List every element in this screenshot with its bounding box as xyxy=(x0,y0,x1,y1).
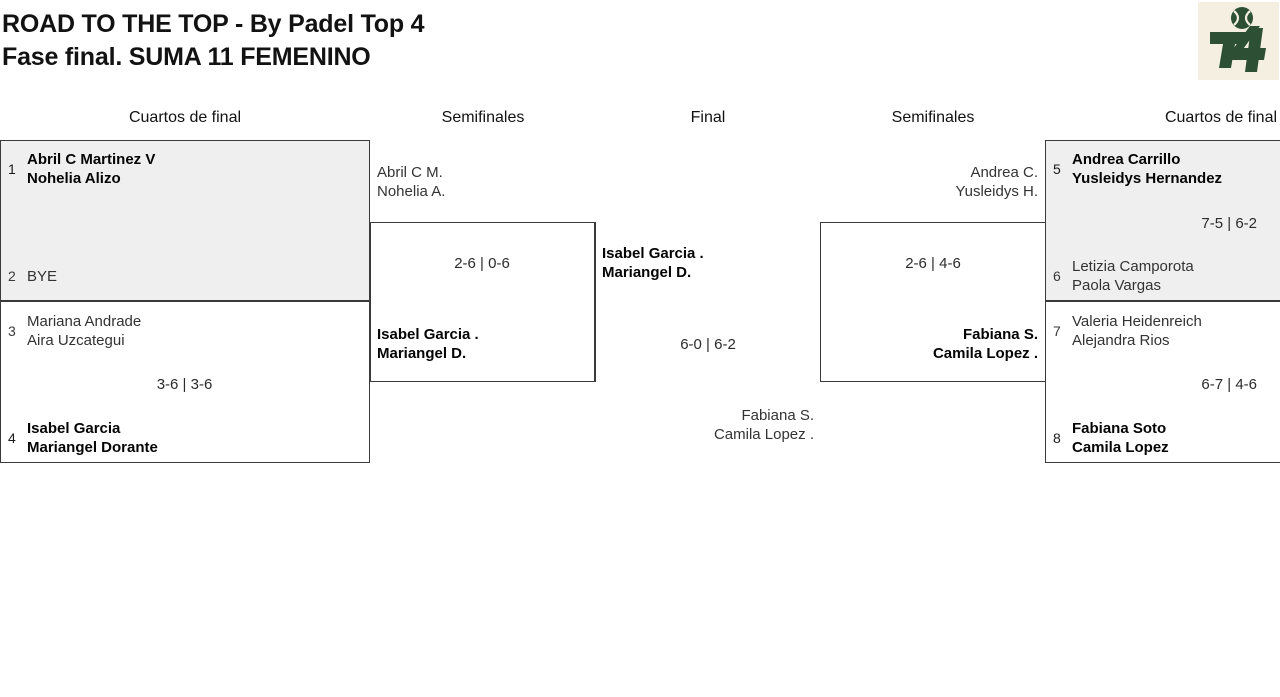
team-entry[interactable]: Fabiana S. Camila Lopez . xyxy=(846,325,1038,363)
tournament-phase: Fase final. SUMA 11 FEMENINO xyxy=(2,43,371,71)
seed-number: 3 xyxy=(8,323,16,339)
player-name-1: Isabel Garcia . xyxy=(602,245,704,262)
player-name-1: Valeria Heidenreich xyxy=(1072,313,1202,330)
seed-number: 4 xyxy=(8,430,16,446)
seed-number: 7 xyxy=(1053,323,1061,339)
player-name-2: Mariangel D. xyxy=(377,345,467,362)
match-score: 6-7 | 4-6 xyxy=(1201,376,1257,393)
player-name-2: Aira Uzcategui xyxy=(27,332,125,349)
logo-mark-icon xyxy=(1210,7,1266,72)
round-header-semifinals-right: Semifinales xyxy=(891,109,975,126)
player-name-2: Mariangel Dorante xyxy=(27,439,158,456)
player-name-1: Mariana Andrade xyxy=(27,313,142,330)
match-box-right-qf1[interactable] xyxy=(1045,140,1280,301)
team-entry[interactable]: Letizia Camporota Paola Vargas xyxy=(1072,257,1194,295)
player-name-1: Fabiana Soto xyxy=(1072,420,1167,437)
match-box-left-semifinal[interactable] xyxy=(370,222,595,382)
team-entry[interactable]: Mariana Andrade Aira Uzcategui xyxy=(27,312,141,350)
round-header-quarterfinals-right: Cuartos de final xyxy=(1164,109,1278,126)
round-header-semifinals-left: Semifinales xyxy=(441,109,525,126)
player-name-2: Mariangel D. xyxy=(602,264,692,281)
player-name-2: Yusleidys Hernandez xyxy=(1072,170,1223,187)
player-name-2: Nohelia A. xyxy=(377,183,446,200)
player-name-1: Letizia Camporota xyxy=(1072,258,1194,275)
match-box-right-qf2[interactable] xyxy=(1045,301,1280,463)
team-entry[interactable]: Abril C M. Nohelia A. xyxy=(377,163,445,201)
team-entry[interactable]: Andrea Carrillo Yusleidys Hernandez xyxy=(1072,150,1222,188)
seed-number: 8 xyxy=(1053,430,1061,446)
player-name-2: Paola Vargas xyxy=(1072,277,1161,294)
seed-number: 2 xyxy=(8,268,16,284)
player-name-1: Isabel Garcia . xyxy=(377,326,479,343)
player-name-2: Camila Lopez . xyxy=(932,345,1038,362)
match-box-left-qf1[interactable] xyxy=(0,140,370,301)
player-name-1: Abril C Martinez V xyxy=(27,151,156,168)
player-name-2: Camila Lopez . xyxy=(713,426,814,443)
match-box-left-qf2[interactable] xyxy=(0,301,370,463)
team-entry-final-top[interactable]: Isabel Garcia . Mariangel D. xyxy=(602,244,704,282)
match-score: 7-5 | 6-2 xyxy=(1201,215,1257,232)
player-name-1: Andrea Carrillo xyxy=(1072,151,1181,168)
tournament-name: ROAD TO THE TOP - By Padel Top 4 xyxy=(2,10,425,38)
team-entry[interactable]: Andrea C. Yusleidys H. xyxy=(846,163,1038,201)
team-entry-final-bottom[interactable]: Fabiana S. Camila Lopez . xyxy=(614,406,814,444)
connector-final-right xyxy=(820,222,821,382)
padel-top-4-logo xyxy=(1198,2,1279,80)
seed-number: 1 xyxy=(8,161,16,177)
team-entry[interactable]: Abril C Martinez V Nohelia Alizo xyxy=(27,150,155,188)
match-score: 3-6 | 3-6 xyxy=(156,376,213,393)
match-score: 2-6 | 0-6 xyxy=(454,255,510,272)
round-header-final: Final xyxy=(690,109,726,126)
player-name-2: Nohelia Alizo xyxy=(27,170,121,187)
player-name-2: Yusleidys H. xyxy=(955,183,1038,200)
seed-number: 5 xyxy=(1053,161,1061,177)
team-entry[interactable]: Isabel Garcia . Mariangel D. xyxy=(377,325,479,363)
player-name-1: Fabiana S. xyxy=(962,326,1038,343)
page-header: ROAD TO THE TOP - By Padel Top 4 Fase fi… xyxy=(0,0,1280,100)
connector-final-left xyxy=(595,222,596,382)
team-entry[interactable]: Isabel Garcia Mariangel Dorante xyxy=(27,419,158,457)
player-name-1: Andrea C. xyxy=(970,164,1038,181)
page-title: ROAD TO THE TOP - By Padel Top 4 Fase fi… xyxy=(2,8,425,74)
team-entry[interactable]: Fabiana Soto Camila Lopez xyxy=(1072,419,1169,457)
player-name-1: Abril C M. xyxy=(377,164,443,181)
seed-number: 6 xyxy=(1053,268,1061,284)
bye-label: BYE xyxy=(27,268,58,285)
player-name-1: Isabel Garcia xyxy=(27,420,121,437)
match-box-right-semifinal[interactable] xyxy=(820,222,1046,382)
round-header-quarterfinals-left: Cuartos de final xyxy=(128,109,242,126)
player-name-1: Fabiana S. xyxy=(741,407,814,424)
match-score: 2-6 | 4-6 xyxy=(905,255,961,272)
player-name-2: Alejandra Rios xyxy=(1072,332,1170,349)
player-name-2: Camila Lopez xyxy=(1072,439,1169,456)
match-score-final: 6-0 | 6-2 xyxy=(680,336,736,353)
team-entry[interactable]: Valeria Heidenreich Alejandra Rios xyxy=(1072,312,1202,350)
